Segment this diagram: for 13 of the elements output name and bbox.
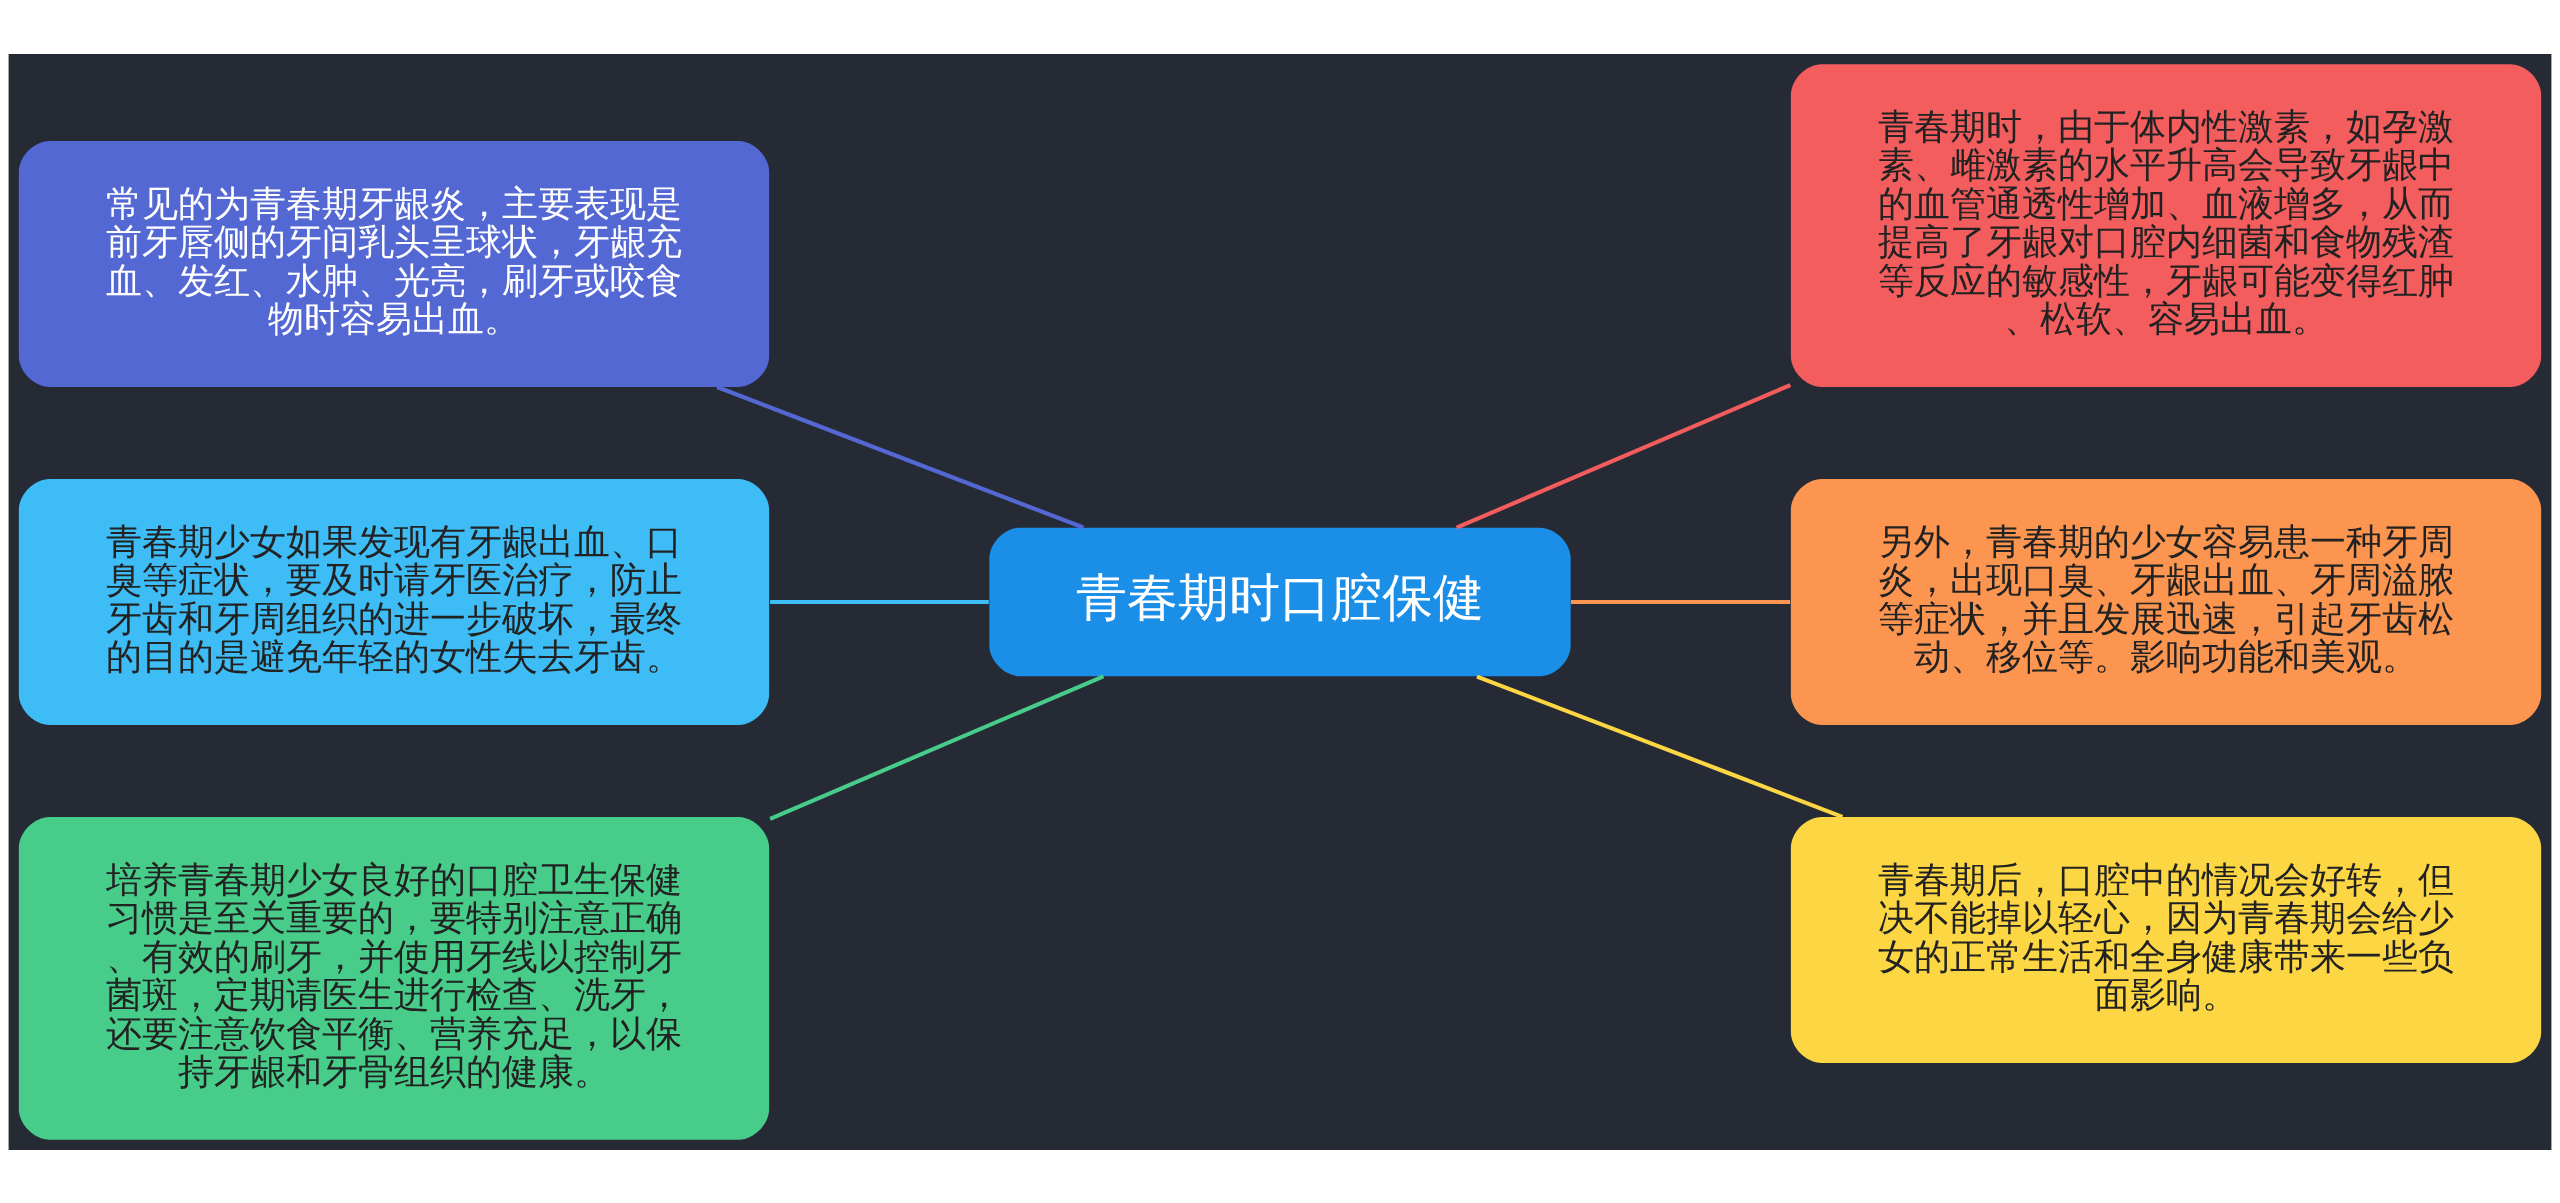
connector	[1571, 599, 1791, 604]
node-box: 青春期时口腔保健	[989, 527, 1571, 676]
connector	[769, 673, 1105, 821]
connector	[1476, 674, 1844, 819]
node-box: 常见的为青春期牙龈炎，主要表现是前牙唇侧的牙间乳头呈球状，牙龈充血、发红、水肿、光亮，刷牙或咬食物时容易出血。	[18, 140, 770, 387]
node-box: 培养青春期少女良好的口腔卫生保健习惯是至关重要的，要特别注意正确、有效的刷牙，并使用牙线以控制牙菌斑，定期请医生进行检查、洗牙，还要注意饮食平衡、营养充足，以保持牙龈和牙骨组织的健康。	[18, 816, 770, 1140]
connector	[716, 384, 1085, 529]
connector	[1455, 382, 1792, 530]
node-box: 青春期后，口腔中的情况会好转，但决不能掉以轻心，因为青春期会给少女的正常生活和全身健康带来一些负面影响。	[1790, 816, 2542, 1063]
node-box: 青春期时，由于体内性激素，如孕激素、雌激素的水平升高会导致牙龈中的血管通透性增加、血液增多，从而提高了牙龈对口腔内细菌和食物残渣等反应的敏感性，牙龈可能变得红肿、松软、容易出血。	[1790, 63, 2542, 387]
node-box: 青春期少女如果发现有牙龈出血、口臭等症状，要及时请牙医治疗，防止牙齿和牙周组织的进一步破坏，最终的目的是避免年轻的女性失去牙齿。	[18, 478, 770, 725]
node-box: 另外，青春期的少女容易患一种牙周炎，出现口臭、牙龈出血、牙周溢脓等症状，并且发展迅速，引起牙齿松动、移位等。影响功能和美观。	[1790, 478, 2542, 725]
connector	[770, 599, 989, 604]
